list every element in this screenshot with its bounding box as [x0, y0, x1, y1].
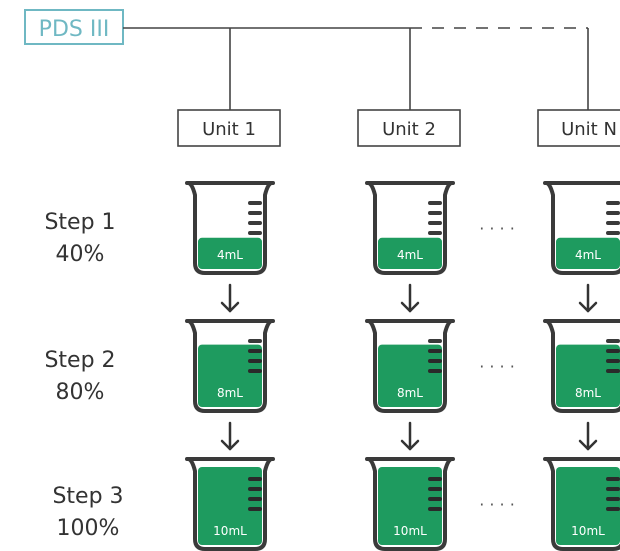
- ellipsis-step-1: · · · ·: [479, 219, 515, 238]
- step-name: Step 3: [52, 484, 123, 509]
- ellipsis-step-3: · · · ·: [479, 495, 515, 514]
- down-arrow-icon: [578, 283, 598, 313]
- beaker-outline: [186, 457, 274, 551]
- beaker-liquid: [378, 344, 442, 407]
- beaker-liquid: [198, 344, 262, 407]
- down-arrow-icon: [400, 283, 420, 313]
- system-label-border: [24, 9, 124, 45]
- down-arrow-icon: [400, 421, 420, 451]
- step-label-2: Step 2 80%: [44, 348, 115, 405]
- step-percent: 80%: [56, 380, 105, 405]
- beaker-outline: [366, 181, 454, 275]
- ellipsis-step-2: · · · ·: [479, 357, 515, 376]
- volume-label: 4mL: [397, 248, 423, 262]
- volume-label: 10mL: [213, 524, 247, 538]
- beaker-liquid: [198, 237, 262, 269]
- step-percent: 40%: [56, 242, 105, 267]
- beaker-liquid: [556, 237, 620, 269]
- volume-label: 4mL: [217, 248, 243, 262]
- beaker-outline: [186, 319, 274, 413]
- unit-label: Unit 2: [382, 119, 436, 140]
- system-label-box: PDS III: [24, 9, 124, 45]
- unit-box-n: Unit N: [537, 109, 620, 147]
- beaker-outline: [366, 319, 454, 413]
- beaker: 10mL: [185, 457, 275, 551]
- step-label-1: Step 1 40%: [44, 210, 115, 267]
- beaker: 10mL: [365, 457, 455, 551]
- beaker-outline: [544, 181, 620, 275]
- beaker-outline: [366, 457, 454, 551]
- unit-label: Unit 1: [202, 119, 256, 140]
- step-name: Step 1: [44, 210, 115, 235]
- beaker-liquid: [556, 344, 620, 407]
- unit-box-2: Unit 2: [357, 109, 461, 147]
- down-arrow-icon: [220, 283, 240, 313]
- beaker-liquid: [198, 467, 262, 545]
- distribution-lines: [123, 27, 589, 110]
- arrow-grid: [220, 283, 598, 451]
- volume-label: 8mL: [397, 386, 423, 400]
- beaker: 8mL: [543, 319, 620, 413]
- volume-label: 10mL: [571, 524, 605, 538]
- volume-label: 4mL: [575, 248, 601, 262]
- down-arrow-icon: [578, 421, 598, 451]
- unit-label: Unit N: [561, 119, 617, 140]
- beaker: 4mL: [185, 181, 275, 275]
- beaker: 8mL: [365, 319, 455, 413]
- beaker: 4mL: [365, 181, 455, 275]
- volume-label: 8mL: [217, 386, 243, 400]
- beaker-outline: [544, 319, 620, 413]
- beaker-liquid: [378, 237, 442, 269]
- unit-box-1: Unit 1: [177, 109, 281, 147]
- system-label: PDS III: [39, 17, 110, 42]
- beaker-outline: [186, 181, 274, 275]
- down-arrow-icon: [220, 421, 240, 451]
- step-label-3: Step 3 100%: [52, 484, 123, 541]
- volume-label: 8mL: [575, 386, 601, 400]
- beaker: 10mL: [543, 457, 620, 551]
- beaker-grid: 4mL 4mL 4mL 8mL 8mL 8mL 10mL 10mL 10mL: [185, 181, 620, 551]
- step-percent: 100%: [57, 516, 120, 541]
- beaker-liquid: [556, 467, 620, 545]
- beaker-liquid: [378, 467, 442, 545]
- beaker: 8mL: [185, 319, 275, 413]
- beaker-outline: [544, 457, 620, 551]
- beaker: 4mL: [543, 181, 620, 275]
- volume-label: 10mL: [393, 524, 427, 538]
- step-name: Step 2: [44, 348, 115, 373]
